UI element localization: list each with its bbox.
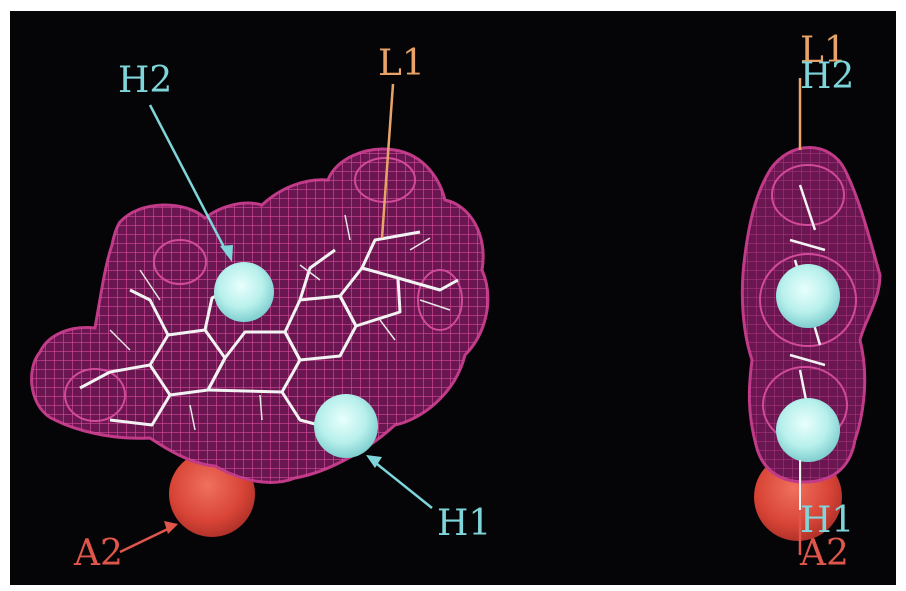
h2-hbond-sphere — [214, 262, 274, 322]
side-h2-hbond-sphere — [776, 264, 840, 328]
side-h1-hbond-sphere — [776, 398, 840, 462]
label-a2: A2 — [73, 533, 123, 574]
frame-right — [896, 0, 906, 591]
label-h2: H2 — [118, 60, 172, 101]
frame-top — [0, 0, 906, 11]
label-l1: L1 — [378, 43, 425, 84]
side-label-a2: A2 — [799, 533, 849, 574]
frame-left — [0, 0, 10, 591]
label-h1: H1 — [437, 503, 491, 544]
h1-hbond-sphere — [314, 394, 378, 458]
frame-bottom — [0, 585, 906, 591]
side-label-h2: H2 — [800, 56, 854, 97]
